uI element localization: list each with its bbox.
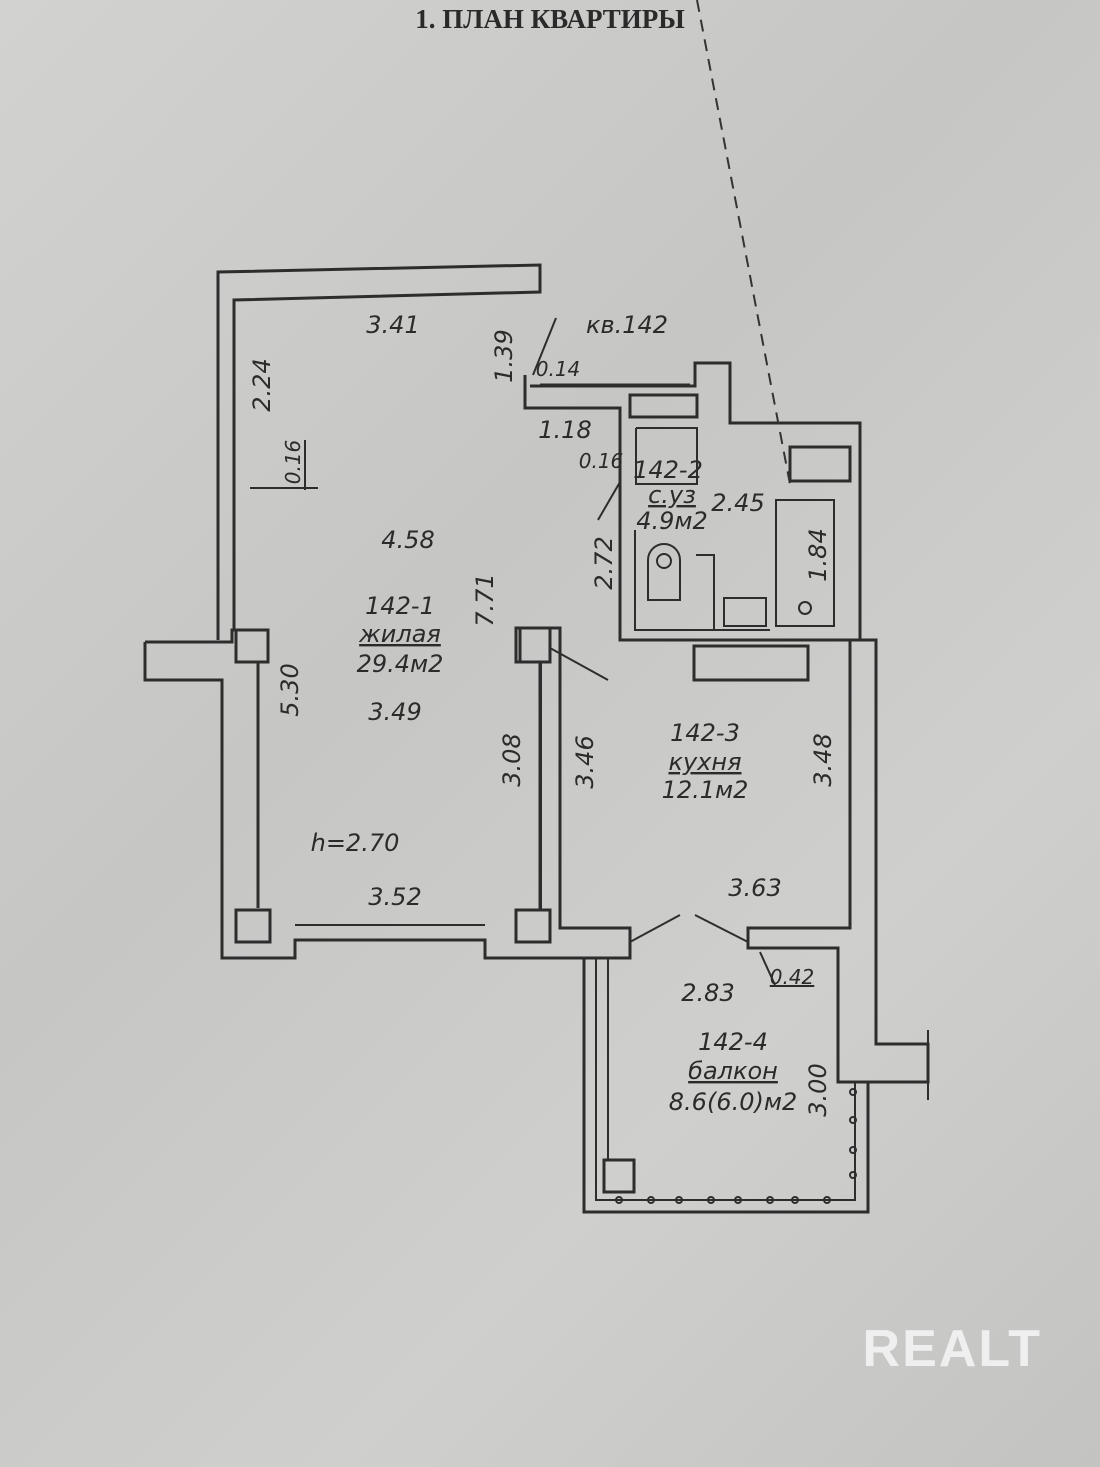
room-area-kitchen: 12.1м2 [662, 776, 749, 804]
dim-3-46: 3.46 [571, 735, 599, 788]
door-swings [250, 317, 776, 986]
dim-1-84: 1.84 [804, 528, 832, 581]
dim-0-16-living: 0.16 [281, 440, 305, 485]
apartment-number: кв.142 [586, 311, 668, 339]
room-name-living: жилая [358, 620, 441, 648]
room-id-living: 142-1 [365, 592, 435, 620]
room-id-kitchen: 142-3 [670, 719, 740, 747]
dim-3-52: 3.52 [368, 883, 421, 911]
room-area-bathroom: 4.9м2 [636, 507, 708, 535]
dim-4-58: 4.58 [381, 526, 434, 554]
dim-3-49: 3.49 [368, 698, 421, 726]
dim-2-24: 2.24 [248, 358, 276, 411]
dim-2-83: 2.83 [681, 979, 734, 1007]
page-title: 1. ПЛАН КВАРТИРЫ [415, 4, 685, 34]
realt-watermark-logo: REALT [862, 1320, 1042, 1378]
dim-7-71: 7.71 [471, 573, 499, 626]
dim-0-42: 0.42 [770, 965, 815, 989]
walls [143, 0, 930, 1214]
ceiling-height: h=2.70 [311, 829, 400, 857]
dim-0-16-bath: 0.16 [579, 449, 624, 473]
dim-3-00: 3.00 [804, 1063, 832, 1116]
room-area-living: 29.4м2 [357, 650, 444, 678]
room-name-bathroom: с.уз [648, 481, 696, 509]
dim-1-18: 1.18 [538, 416, 591, 444]
room-id-balcony: 142-4 [698, 1028, 768, 1056]
balcony-railing-posts [615, 1088, 857, 1204]
dim-3-48: 3.48 [809, 733, 837, 786]
dim-1-39: 1.39 [490, 329, 518, 382]
room-id-bathroom: 142-2 [633, 456, 703, 484]
dim-2-45: 2.45 [711, 489, 764, 517]
dim-3-41: 3.41 [366, 311, 419, 339]
room-area-balcony: 8.6(6.0)м2 [669, 1088, 797, 1116]
dim-2-72: 2.72 [590, 536, 618, 589]
dim-0-14: 0.14 [536, 357, 581, 381]
dim-3-08: 3.08 [498, 733, 526, 786]
dim-5-30: 5.30 [276, 663, 304, 716]
dim-3-63: 3.63 [728, 874, 781, 902]
room-name-balcony: балкон [688, 1057, 778, 1085]
room-name-kitchen: кухня [668, 748, 741, 776]
